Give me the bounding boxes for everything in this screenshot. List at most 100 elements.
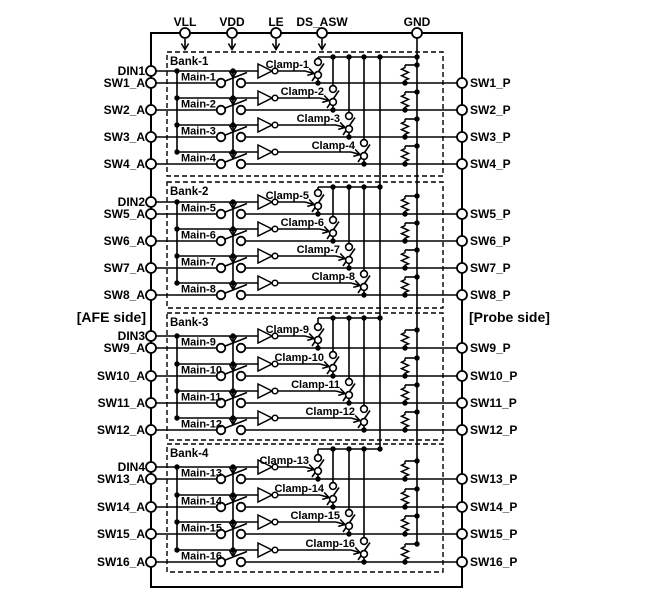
clamp-switch-contact	[328, 350, 338, 360]
output-terminal-label: SW6_P	[470, 234, 511, 248]
terminal-DIN4	[145, 461, 157, 473]
main-switch-contact	[235, 528, 247, 540]
inverter-symbol	[257, 355, 274, 373]
inverter-symbol	[257, 458, 274, 476]
main-switch-contact	[215, 289, 227, 301]
main-switch-label: Main-12	[181, 419, 222, 431]
main-switch-lever	[223, 336, 248, 348]
gate-arrow	[228, 495, 238, 503]
inverter-bubble	[271, 94, 279, 102]
resistor-symbol	[399, 92, 411, 110]
inverter-bubble	[271, 332, 279, 340]
terminal-SW9_P	[456, 342, 468, 354]
terminal-SW1_A	[145, 77, 157, 89]
inverter-bubble	[271, 148, 279, 156]
main-switch-lever	[223, 495, 248, 507]
resistor-symbol	[399, 516, 411, 534]
clamp-arrow	[338, 252, 347, 262]
clamp-label: Clamp-5	[266, 190, 309, 202]
terminal-DIN2	[145, 196, 157, 208]
inverter-symbol	[257, 62, 274, 80]
clamp-label: Clamp-12	[305, 406, 355, 418]
clamp-switch-contact	[359, 282, 369, 292]
inverter-bubble	[271, 518, 279, 526]
inverter-bubble	[271, 414, 279, 422]
terminal-SW14_A	[145, 501, 157, 513]
terminal-SW14_P	[456, 501, 468, 513]
inverter-bubble	[271, 279, 279, 287]
terminal-SW13_P	[456, 473, 468, 485]
clamp-label: Clamp-1	[266, 59, 309, 71]
terminal-SW6_A	[145, 235, 157, 247]
resistor-symbol	[399, 544, 411, 562]
input-terminal-label: SW12_A	[97, 423, 145, 437]
main-switch-label: Main-8	[181, 284, 216, 296]
gate-arrow	[228, 364, 238, 372]
clamp-label: Clamp-16	[305, 538, 355, 550]
clamp-switch-contact	[359, 138, 369, 148]
inverter-bubble	[271, 360, 279, 368]
terminal-SW7_A	[145, 262, 157, 274]
inverter-bubble	[271, 121, 279, 129]
terminal-SW3_A	[145, 131, 157, 143]
clamp-label: Clamp-6	[281, 217, 324, 229]
inverter-bubble	[271, 463, 279, 471]
clamp-arrow	[353, 279, 362, 289]
main-switch-label: Main-6	[181, 230, 216, 242]
bank-box	[166, 443, 444, 573]
gate-arrow	[228, 256, 238, 264]
input-terminal-label: SW3_A	[104, 130, 146, 144]
clamp-switch-contact	[328, 481, 338, 491]
output-terminal-label: SW3_P	[470, 130, 511, 144]
clamp-switch-contact	[359, 536, 369, 546]
main-switch-lever	[223, 364, 248, 376]
clamp-label: Clamp-4	[312, 140, 356, 152]
terminal-SW7_P	[456, 262, 468, 274]
main-switch-contact	[215, 528, 227, 540]
terminal-DS_ASW	[316, 27, 328, 39]
terminal-SW16_A	[145, 556, 157, 568]
inverter-symbol	[257, 513, 274, 531]
main-switch-lever	[223, 550, 248, 562]
main-switch-contact	[215, 342, 227, 354]
clamp-arrow	[307, 198, 316, 208]
clamp-switch-contact	[313, 453, 323, 463]
main-switch-lever	[223, 256, 248, 268]
clamp-switch-contact	[344, 111, 354, 121]
gate-arrow	[228, 71, 238, 79]
component-symbols	[145, 27, 468, 568]
terminal-SW13_A	[145, 473, 157, 485]
clamp-label: Clamp-3	[297, 113, 340, 125]
main-switch-contact	[215, 235, 227, 247]
afe-side-label: [AFE side]	[76, 309, 146, 325]
main-switch-contact	[235, 262, 247, 274]
clamp-label: Clamp-2	[281, 86, 324, 98]
bank-label: Bank-2	[170, 186, 208, 198]
clamp-arrow	[338, 121, 347, 131]
terminal-SW15_A	[145, 528, 157, 540]
terminal-SW5_A	[145, 208, 157, 220]
supply-arrow	[317, 43, 327, 51]
inverter-symbol	[257, 486, 274, 504]
main-switch-contact	[235, 235, 247, 247]
resistor-symbol	[399, 358, 411, 376]
output-terminal-label: SW13_P	[470, 472, 517, 486]
output-terminal-label: SW14_P	[470, 500, 517, 514]
main-switch-contact	[215, 556, 227, 568]
gate-arrow	[228, 550, 238, 558]
bank-box	[166, 181, 444, 309]
clamp-label: Clamp-7	[297, 244, 340, 256]
terminal-VLL	[179, 27, 191, 39]
main-switch-contact	[235, 556, 247, 568]
inverter-bubble	[271, 491, 279, 499]
main-switch-contact	[215, 77, 227, 89]
terminal-SW2_P	[456, 104, 468, 116]
input-terminal-label: SW10_A	[97, 369, 145, 383]
main-switch-label: Main-16	[181, 551, 222, 563]
gate-arrow	[228, 391, 238, 399]
main-switch-label: Main-10	[181, 365, 222, 377]
resistor-symbol	[399, 277, 411, 295]
terminal-SW5_P	[456, 208, 468, 220]
top-terminal-label: VLL	[174, 15, 197, 29]
clamp-arrow	[353, 546, 362, 556]
